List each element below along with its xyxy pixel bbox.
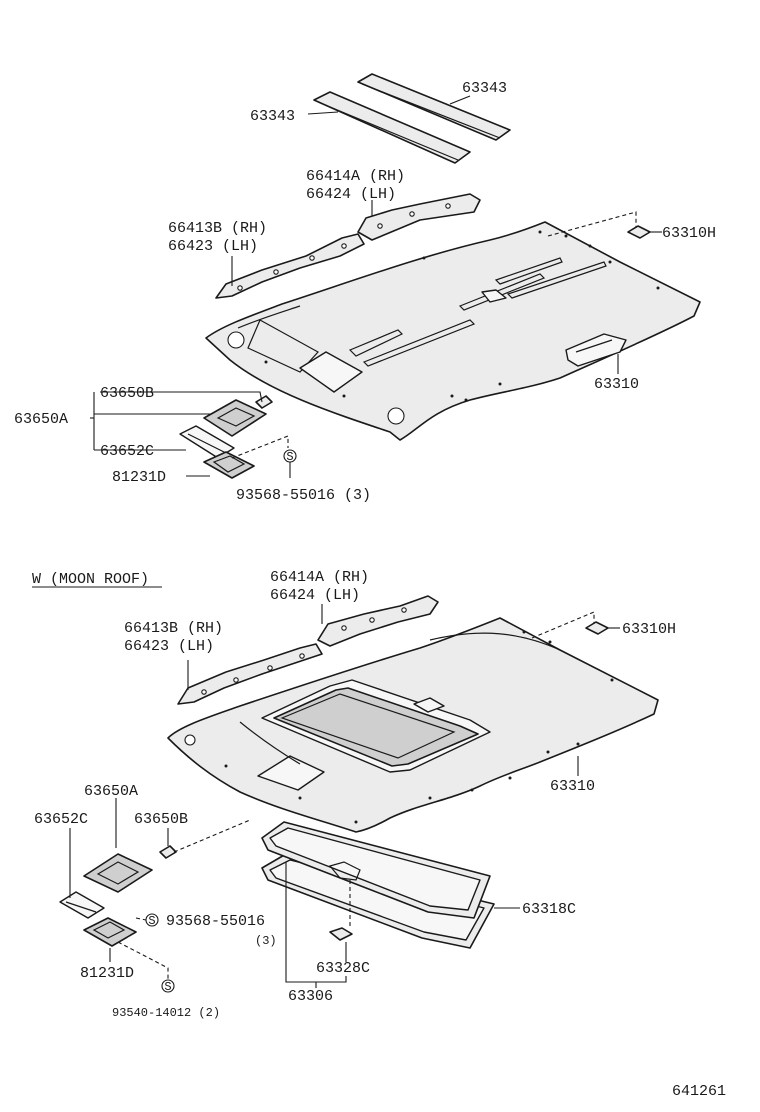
- cover-81231D: [203, 451, 255, 479]
- headliner-63310: [205, 221, 701, 441]
- label-63650B-mr: 63650B: [134, 811, 188, 828]
- label-63650A: 63650A: [14, 411, 68, 428]
- bracket-63650A: [93, 392, 210, 451]
- pad-63343-left: [313, 91, 471, 164]
- label-screw1-qty-mr: (3): [255, 934, 277, 948]
- clip-63650B-mr: [159, 845, 177, 859]
- leader-63343-left: [307, 111, 339, 115]
- label-63652C: 63652C: [100, 443, 154, 460]
- rail-66414A-mr: [317, 595, 439, 647]
- screw-letter-mr1: S: [148, 914, 155, 928]
- label-66414A: 66414A (RH): [306, 168, 405, 185]
- lens-63652C: [179, 425, 235, 459]
- moon-roof-section: W (MOON ROOF): [32, 569, 676, 1020]
- label-63650A-mr: 63650A: [84, 783, 138, 800]
- headliner-63310-mr: [167, 617, 659, 833]
- dash-63310H: [547, 211, 637, 237]
- label-63328C: 63328C: [316, 960, 370, 977]
- rail-66413B: [215, 233, 365, 299]
- label-66414A-mr: 66414A (RH): [270, 569, 369, 586]
- label-66424: 66424 (LH): [306, 186, 396, 203]
- lens-63652C-mr: [59, 891, 105, 919]
- pad-63343-right: [357, 73, 511, 141]
- screw-symbol-mr2: [161, 979, 175, 993]
- label-63650B: 63650B: [100, 385, 154, 402]
- section-title-moon-roof: W (MOON ROOF): [32, 571, 149, 588]
- sunshade-63318C: [261, 821, 491, 919]
- label-81231D-mr: 81231D: [80, 965, 134, 982]
- rail-66413B-mr: [177, 643, 323, 705]
- label-63652C-mr: 63652C: [34, 811, 88, 828]
- dash-screw-top: [231, 435, 289, 459]
- label-63343-left: 63343: [250, 108, 295, 125]
- leaders-lamp-mr: [69, 798, 169, 898]
- label-screw2-mr: 93540-14012 (2): [112, 1006, 220, 1020]
- label-63318C: 63318C: [522, 901, 576, 918]
- label-66413B: 66413B (RH): [168, 220, 267, 237]
- label-63306: 63306: [288, 988, 333, 1005]
- label-66413B-mr: 66413B (RH): [124, 620, 223, 637]
- lamp-63650A: [203, 399, 267, 437]
- label-screw-top: 93568-55016 (3): [236, 487, 371, 504]
- clip-63310H: [627, 225, 651, 239]
- clip-63328C: [329, 927, 353, 941]
- lamp-63650A-mr: [83, 853, 153, 893]
- dash-screw1-mr: [135, 917, 147, 921]
- screw-letter-mr2: S: [164, 980, 171, 994]
- label-63310H-mr: 63310H: [622, 621, 676, 638]
- rail-66414A: [357, 193, 481, 241]
- label-screw1-mr: 93568-55016: [166, 913, 265, 930]
- label-63343-right: 63343: [462, 80, 507, 97]
- screw-letter-top: S: [286, 450, 293, 464]
- clip-63310H-mr: [585, 621, 609, 635]
- figure-code: 641261: [672, 1083, 726, 1100]
- dash-screw2-mr: [117, 941, 169, 980]
- leader-63650B: [100, 391, 263, 403]
- screw-symbol-mr1: [145, 913, 159, 927]
- label-63310H: 63310H: [662, 225, 716, 242]
- label-63310-mr: 63310: [550, 778, 595, 795]
- clip-63650B: [255, 395, 273, 409]
- label-66424-mr: 66424 (LH): [270, 587, 360, 604]
- label-66423-mr: 66423 (LH): [124, 638, 214, 655]
- leader-63343-right: [449, 95, 471, 105]
- top-section: S 63343 63343 66414A (RH) 66424 (LH) 664…: [14, 73, 716, 504]
- cover-81231D-mr: [83, 917, 137, 947]
- label-63310: 63310: [594, 376, 639, 393]
- label-66423: 66423 (LH): [168, 238, 258, 255]
- dash-63310H-mr: [531, 611, 595, 639]
- label-81231D: 81231D: [112, 469, 166, 486]
